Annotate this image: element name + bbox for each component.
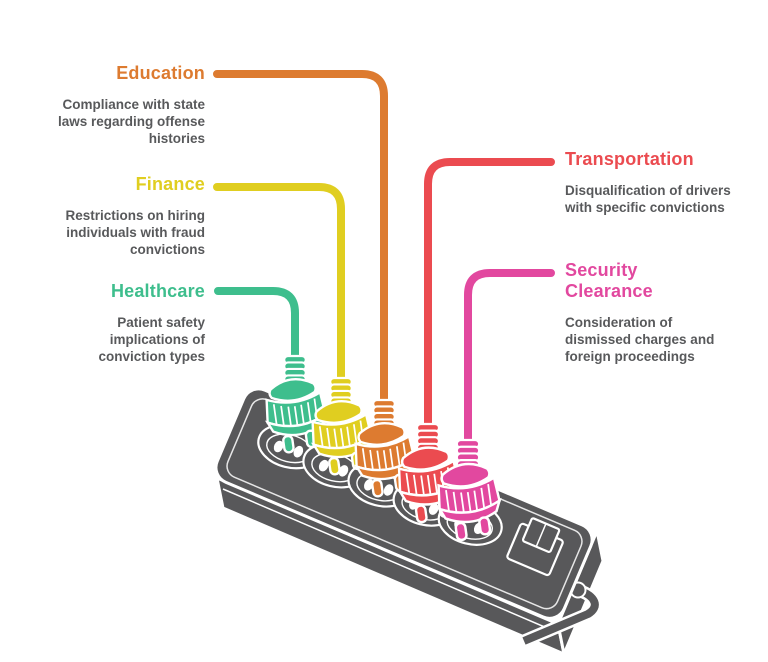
transportation-label-block: Transportation Disqualification of drive… — [565, 149, 735, 216]
education-connector-line — [213, 70, 388, 410]
security-clearance-heading: Security Clearance — [565, 260, 653, 301]
healthcare-heading: Healthcare — [110, 281, 205, 301]
security-clearance-description: Consideration of dismissed charges and f… — [565, 315, 715, 364]
education-heading: Education — [116, 63, 205, 83]
healthcare-connector-line — [214, 287, 299, 366]
transportation-line-casing — [421, 155, 558, 437]
education-description: Compliance with state laws regarding off… — [57, 97, 205, 146]
transportation-heading: Transportation — [565, 149, 694, 169]
security-clearance-connector-line — [464, 269, 555, 448]
finance-description: Restrictions on hiring individuals with … — [65, 208, 205, 257]
transportation-description: Disqualification of drivers with specifi… — [565, 183, 731, 215]
power-switch — [506, 517, 564, 577]
transportation-connector-line — [424, 158, 555, 434]
healthcare-description: Patient safety implications of convictio… — [98, 315, 205, 364]
finance-label-block: Finance Restrictions on hiring individua… — [35, 174, 205, 258]
security-clearance-label-block: Security Clearance Consideration of dism… — [565, 260, 735, 365]
education-label-block: Education Compliance with state laws reg… — [35, 63, 205, 147]
healthcare-label-block: Healthcare Patient safety implications o… — [35, 281, 205, 365]
security-clearance-line-casing — [461, 266, 558, 451]
finance-heading: Finance — [135, 174, 205, 194]
finance-connector-line — [213, 183, 345, 388]
strip-front-bevel — [222, 488, 562, 635]
connector-lines — [210, 67, 558, 451]
healthcare-line-casing — [211, 284, 302, 369]
